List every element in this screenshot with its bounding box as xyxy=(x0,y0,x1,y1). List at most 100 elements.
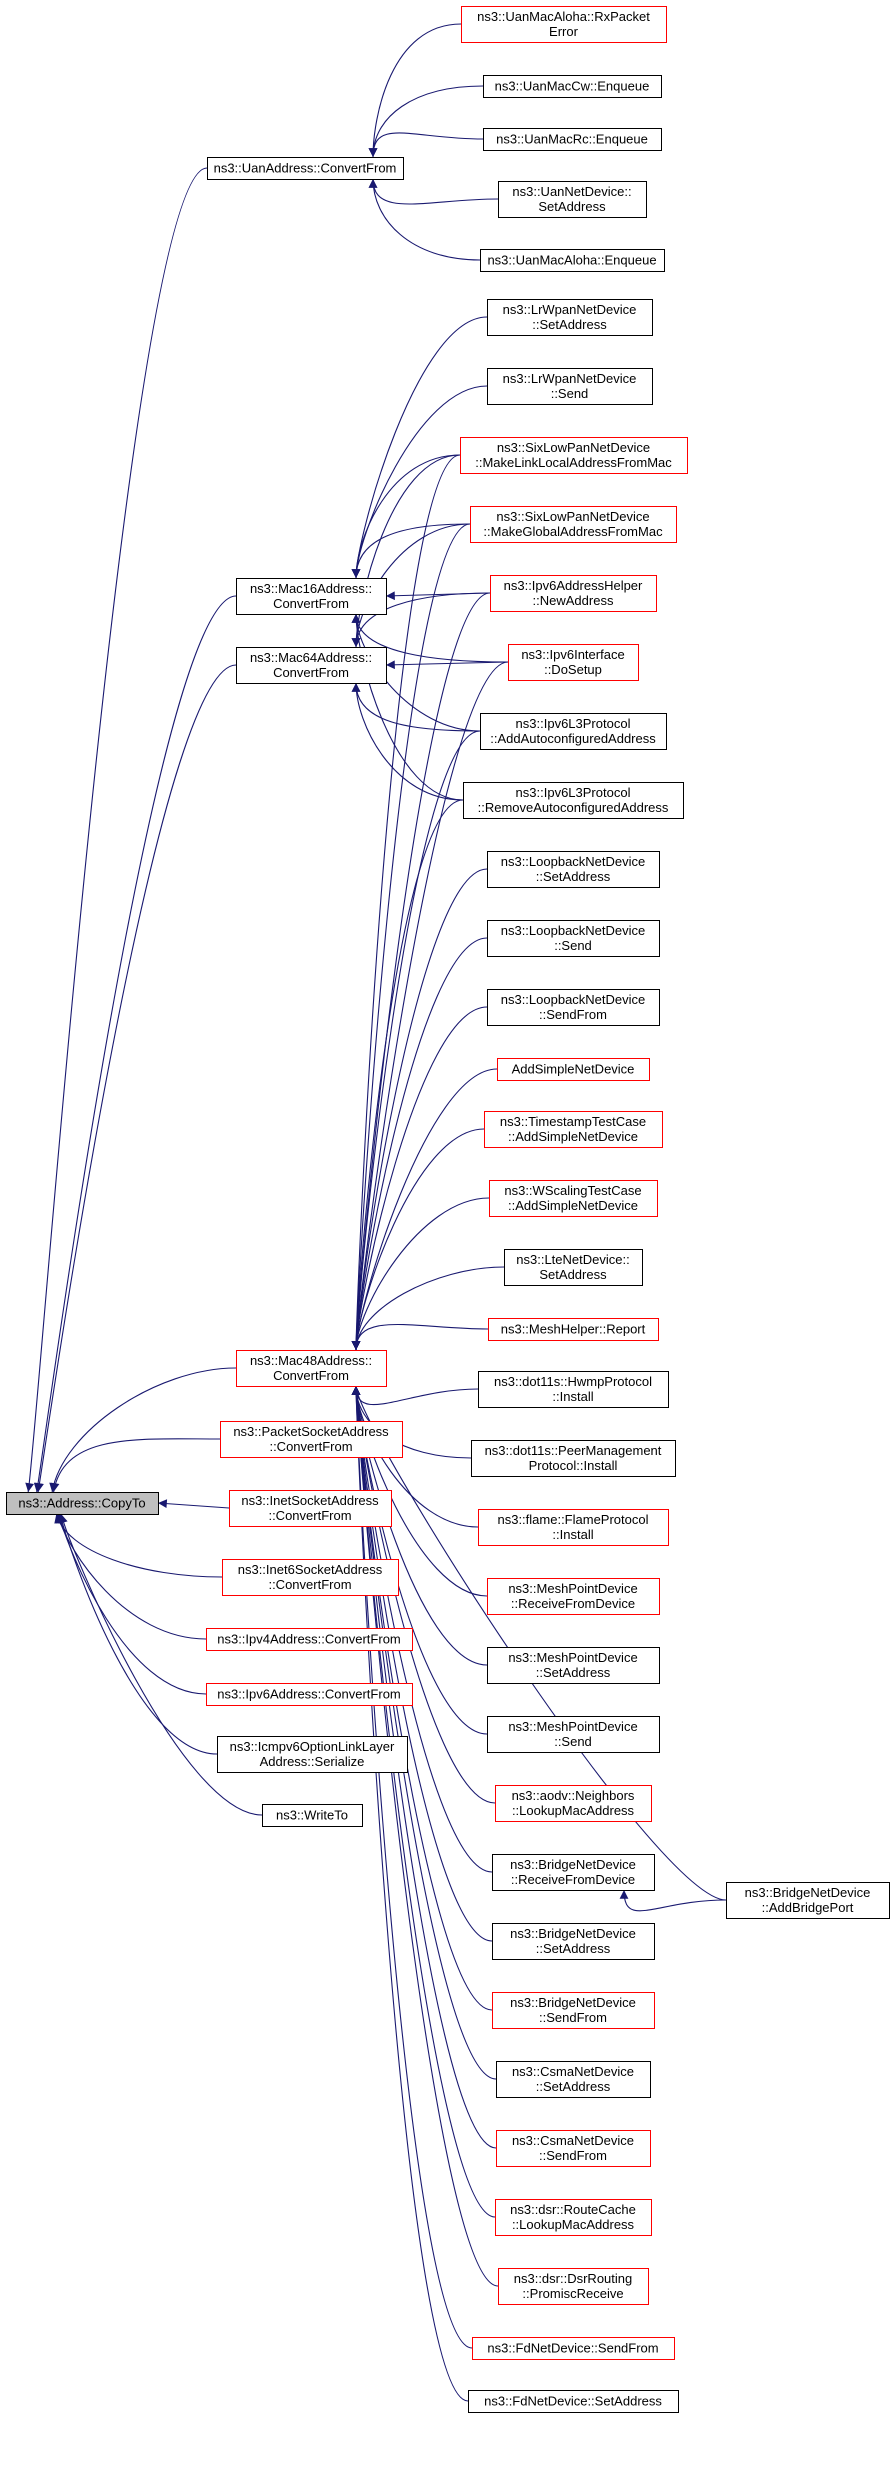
node-box xyxy=(480,249,665,272)
node-ipv6helper[interactable]: ns3::Ipv6AddressHelper::NewAddress xyxy=(490,575,657,612)
edge-sixlow-link-to-mac48 xyxy=(351,454,461,1351)
edge-aodv-to-mac48 xyxy=(351,1385,496,1804)
node-label: ConvertFrom xyxy=(273,1368,349,1383)
node-wscaling[interactable]: ns3::WScalingTestCase::AddSimpleNetDevic… xyxy=(489,1180,658,1217)
node-box xyxy=(495,1785,652,1822)
node-flame[interactable]: ns3::flame::FlameProtocol::Install xyxy=(478,1509,669,1546)
node-uanmaccw[interactable]: ns3::UanMacCw::Enqueue xyxy=(483,75,662,98)
node-writeto[interactable]: ns3::WriteTo xyxy=(262,1804,363,1827)
node-label: ns3::WScalingTestCase xyxy=(504,1183,641,1198)
node-label: ::Send xyxy=(551,386,589,401)
node-box xyxy=(492,1854,655,1891)
node-label: ns3::Address::CopyTo xyxy=(18,1496,145,1511)
node-sixlow-link[interactable]: ns3::SixLowPanNetDevice::MakeLinkLocalAd… xyxy=(460,437,688,474)
node-label: ConvertFrom xyxy=(273,665,349,680)
node-box xyxy=(471,1440,676,1477)
node-label: ::AddSimpleNetDevice xyxy=(508,1198,638,1213)
node-label: ns3::LoopbackNetDevice xyxy=(501,854,646,869)
edge-loop-sendfrom-to-mac48 xyxy=(351,1006,488,1351)
edge-ipv6helper-to-mac64 xyxy=(351,592,491,648)
node-loop-sendfrom[interactable]: ns3::LoopbackNetDevice::SendFrom xyxy=(487,989,660,1026)
node-fd-set[interactable]: ns3::FdNetDevice::SetAddress xyxy=(468,2390,679,2413)
node-mesh-recv[interactable]: ns3::MeshPointDevice::ReceiveFromDevice xyxy=(487,1578,660,1615)
node-uanaddr[interactable]: ns3::UanAddress::ConvertFrom xyxy=(207,157,404,180)
node-peermgmt[interactable]: ns3::dot11s::PeerManagementProtocol::Ins… xyxy=(471,1440,676,1477)
node-bridge-set[interactable]: ns3::BridgeNetDevice::SetAddress xyxy=(492,1923,655,1960)
node-label: SetAddress xyxy=(539,1267,607,1282)
node-label: ns3::UanMacCw::Enqueue xyxy=(495,79,650,94)
node-ipv6l3-add[interactable]: ns3::Ipv6L3Protocol::AddAutoconfiguredAd… xyxy=(480,713,667,750)
node-box xyxy=(487,299,653,336)
node-mac16[interactable]: ns3::Mac16Address::ConvertFrom xyxy=(236,578,387,615)
node-bridge-sendfrom[interactable]: ns3::BridgeNetDevice::SendFrom xyxy=(492,1992,655,2029)
node-uannetdev[interactable]: ns3::UanNetDevice::SetAddress xyxy=(498,181,647,218)
node-label: ns3::FdNetDevice::SendFrom xyxy=(487,2341,658,2356)
node-uanaloha-enq[interactable]: ns3::UanMacAloha::Enqueue xyxy=(480,249,665,272)
node-inetsock[interactable]: ns3::InetSocketAddress::ConvertFrom xyxy=(229,1490,392,1527)
node-box xyxy=(487,989,660,1026)
node-lte-set[interactable]: ns3::LteNetDevice::SetAddress xyxy=(504,1249,643,1286)
node-label: AddSimpleNetDevice xyxy=(512,1062,635,1077)
edge-inetsock-to-copyto xyxy=(157,1499,230,1509)
node-box xyxy=(508,644,639,681)
node-lrwpan-set[interactable]: ns3::LrWpanNetDevice::SetAddress xyxy=(487,299,653,336)
node-box xyxy=(262,1804,363,1827)
node-mesh-send[interactable]: ns3::MeshPointDevice::Send xyxy=(487,1716,660,1753)
edge-ipv6addr-to-copyto xyxy=(56,1513,207,1695)
node-dsr-routing[interactable]: ns3::dsr::DsrRouting::PromiscReceive xyxy=(498,2268,649,2305)
edge-uanmaccw-to-uanaddr xyxy=(368,85,484,158)
node-box xyxy=(461,6,667,43)
edge-mesh-recv-to-mac48 xyxy=(351,1385,488,1597)
edge-pktsock-to-copyto xyxy=(50,1438,221,1493)
node-mac64[interactable]: ns3::Mac64Address::ConvertFrom xyxy=(236,647,387,684)
node-pktsock[interactable]: ns3::PacketSocketAddress::ConvertFrom xyxy=(220,1421,403,1458)
node-bridge-addport[interactable]: ns3::BridgeNetDevice::AddBridgePort xyxy=(726,1882,890,1919)
node-inet6sock[interactable]: ns3::Inet6SocketAddress::ConvertFrom xyxy=(222,1559,399,1596)
node-box xyxy=(726,1882,890,1919)
node-label: ns3::TimestampTestCase xyxy=(500,1114,646,1129)
node-label: ns3::CsmaNetDevice xyxy=(512,2064,634,2079)
node-label: ::SendFrom xyxy=(539,2010,607,2025)
node-label: ns3::SixLowPanNetDevice xyxy=(497,440,650,455)
node-label: ConvertFrom xyxy=(273,596,349,611)
node-mesh-set[interactable]: ns3::MeshPointDevice::SetAddress xyxy=(487,1647,660,1684)
node-aodv[interactable]: ns3::aodv::Neighbors::LookupMacAddress xyxy=(495,1785,652,1822)
edge-uanaddr-to-copyto xyxy=(25,167,208,1493)
node-label: ns3::BridgeNetDevice xyxy=(510,1995,636,2010)
edge-mac16-to-copyto xyxy=(33,595,237,1493)
node-timestamp[interactable]: ns3::TimestampTestCase::AddSimpleNetDevi… xyxy=(484,1111,663,1148)
node-label: ns3::BridgeNetDevice xyxy=(510,1857,636,1872)
node-ipv6iface[interactable]: ns3::Ipv6Interface::DoSetup xyxy=(508,644,639,681)
node-hwmp[interactable]: ns3::dot11s::HwmpProtocol::Install xyxy=(478,1371,669,1408)
node-box xyxy=(496,2061,651,2098)
node-sixlow-glob[interactable]: ns3::SixLowPanNetDevice::MakeGlobalAddre… xyxy=(470,506,677,543)
node-box xyxy=(220,1421,403,1458)
node-loop-send[interactable]: ns3::LoopbackNetDevice::Send xyxy=(487,920,660,957)
node-label: ::AddAutoconfiguredAddress xyxy=(490,731,656,746)
node-meshhelper[interactable]: ns3::MeshHelper::Report xyxy=(488,1318,659,1341)
node-label: ns3::dot11s::HwmpProtocol xyxy=(494,1374,652,1389)
node-csma-sendfrom[interactable]: ns3::CsmaNetDevice::SendFrom xyxy=(496,2130,651,2167)
node-dsr-cache[interactable]: ns3::dsr::RouteCache::LookupMacAddress xyxy=(495,2199,652,2236)
node-label: ::Send xyxy=(554,1734,592,1749)
node-addsimple[interactable]: AddSimpleNetDevice xyxy=(497,1058,650,1081)
node-box xyxy=(492,1923,655,1960)
node-uanmacrc[interactable]: ns3::UanMacRc::Enqueue xyxy=(483,128,662,151)
node-label: ns3::UanMacAloha::Enqueue xyxy=(487,253,656,268)
node-csma-set[interactable]: ns3::CsmaNetDevice::SetAddress xyxy=(496,2061,651,2098)
node-label: ns3::Ipv6L3Protocol xyxy=(516,785,631,800)
node-box xyxy=(236,578,387,615)
node-mac48[interactable]: ns3::Mac48Address::ConvertFrom xyxy=(236,1350,387,1387)
node-fd-sendfrom[interactable]: ns3::FdNetDevice::SendFrom xyxy=(472,2337,675,2360)
edge-ipv6l3-add-to-mac64 xyxy=(351,682,481,732)
node-ipv6addr[interactable]: ns3::Ipv6Address::ConvertFrom xyxy=(206,1683,413,1706)
node-box xyxy=(222,1559,399,1596)
node-ipv6l3-rem[interactable]: ns3::Ipv6L3Protocol::RemoveAutoconfigure… xyxy=(463,782,684,819)
node-icmpv6[interactable]: ns3::Icmpv6OptionLinkLayerAddress::Seria… xyxy=(217,1736,408,1773)
node-lrwpan-send[interactable]: ns3::LrWpanNetDevice::Send xyxy=(487,368,653,405)
node-ipv4addr[interactable]: ns3::Ipv4Address::ConvertFrom xyxy=(206,1628,413,1651)
node-loop-set[interactable]: ns3::LoopbackNetDevice::SetAddress xyxy=(487,851,660,888)
node-bridge-recv[interactable]: ns3::BridgeNetDevice::ReceiveFromDevice xyxy=(492,1854,655,1891)
node-box xyxy=(483,75,662,98)
